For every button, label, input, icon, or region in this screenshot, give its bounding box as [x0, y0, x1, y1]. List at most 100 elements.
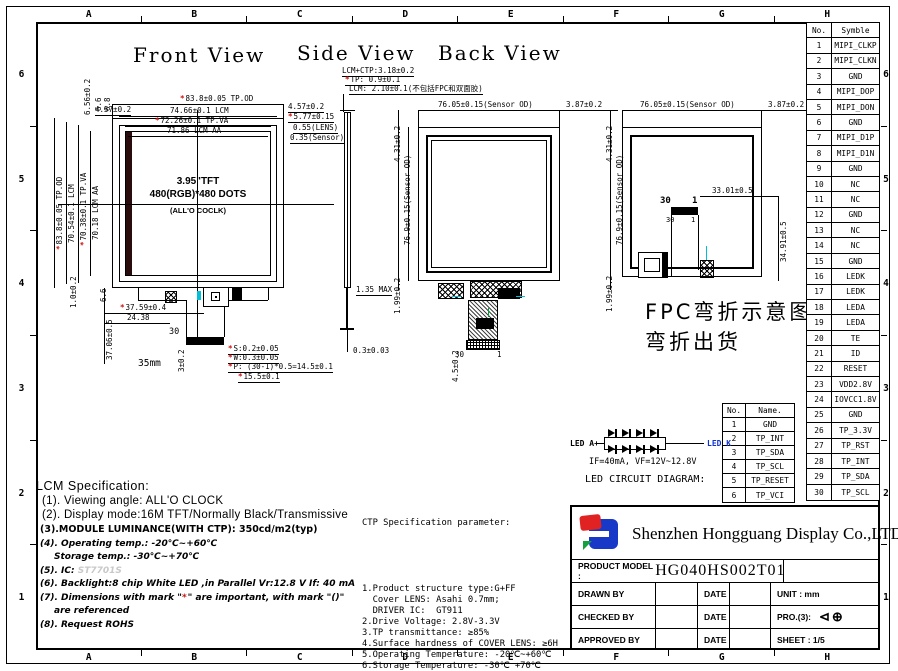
drawn-by-value [655, 583, 697, 605]
led-diode-icon [636, 429, 647, 438]
ctp-spec-line: 2.Drive Voltage: 2.8V-3.3V [362, 617, 500, 627]
led-anode-label: LED A+ [570, 439, 599, 448]
dim-pin-space: *S:0.2±0.05 [228, 344, 279, 355]
led-diode-icon [608, 445, 619, 454]
projection-target-icon: ⊕ [831, 609, 843, 624]
ruler-letter: C [247, 650, 353, 664]
led-diode-icon [636, 445, 647, 454]
lcm-specification: LCM Specification: (1). Viewing angle: A… [36, 479, 366, 630]
dim-stack-thickness: LCM+CTP:3.18±0.2 [342, 66, 415, 77]
tp-name-header: Name. [758, 406, 782, 415]
ruler-letter: H [824, 9, 831, 20]
product-model-value: HG040HS002T01 [655, 562, 786, 579]
extension-line [418, 110, 419, 127]
ruler-letter: E [458, 650, 564, 664]
leader-mark [197, 291, 201, 300]
lcm-spec-line: are referenced [54, 606, 130, 616]
lcm-spec-line: (5). IC: ST7701S [40, 565, 122, 576]
ruler-number: 4 [881, 231, 891, 336]
pin-number: 13 [807, 223, 832, 238]
led-diode-icon [622, 445, 633, 454]
dimension-line [54, 118, 55, 288]
active-area-outline [125, 131, 271, 276]
pin-table-row: 14 NC [807, 238, 879, 254]
fpc-outline [186, 300, 187, 337]
leader-mark [706, 246, 707, 260]
ic-part-number: ST7701S [77, 565, 122, 576]
pin-no-header: No. [807, 23, 832, 38]
dim-fpc-length: 35mm [138, 358, 161, 369]
date-label: DATE [697, 606, 729, 628]
pin-table-row: 26 TP_3.3V [807, 423, 879, 439]
ruler-number: 6 [881, 22, 891, 127]
pin-number: 12 [807, 207, 832, 223]
dim-lcm-aa-v: 70.18 LCM AA [91, 185, 100, 240]
checked-by-label: CHECKED BY [578, 612, 635, 622]
fpc-outline [224, 300, 268, 301]
dimension-line [104, 288, 105, 364]
dim-sensor-od-v: 76.9±0.15(Sensor OD) [403, 154, 412, 245]
dim-fpc-y: 34.91±0.5 [779, 221, 788, 262]
touch-pin-table: No. Name. 1 GND 2 TP_INT 3 TP_SDA [722, 403, 795, 503]
ruler-number: 5 [7, 127, 36, 232]
ruler-letter: F [564, 650, 670, 664]
pin-symbol: LEDA [846, 302, 865, 312]
pin-symbol: ID [850, 348, 861, 358]
dim-offset-left: 4.57±0.2 [95, 105, 132, 116]
projection-cone-icon: ⊲ [819, 609, 830, 624]
panel-size: 3.95"TFT [176, 176, 220, 187]
dim-top-gap: 4.31±0.2 [393, 125, 402, 162]
dim-fpc-thickness: 0.3±0.03 [353, 346, 390, 355]
pin-symbol: TP_3.3V [839, 425, 872, 435]
pin-table-row: 23 VDD2.8V [807, 376, 879, 393]
pin-number: 27 [807, 438, 832, 453]
pin-symbol: GND [848, 71, 863, 81]
stack-top-line [340, 110, 355, 111]
pin-symbol: LEDK [846, 287, 865, 297]
touch-pin-table-row: 4 TP_SCL [723, 460, 794, 474]
panel-resolution: 480(RGB)*480 DOTS [149, 189, 247, 200]
pin-symbol: TE [850, 333, 861, 343]
touch-pin-table-row: 1 GND [723, 418, 794, 432]
tp-pin-name: TP_SCL [755, 462, 785, 471]
touch-pin-table-row: 2 TP_INT [723, 432, 794, 446]
dimension-line [90, 131, 91, 276]
pin-number: 10 [807, 176, 832, 192]
dim-fpc-offset: 24.38 [127, 313, 150, 322]
ruler-number: 6 [7, 22, 36, 127]
extension-line [622, 110, 623, 127]
module-outline [630, 135, 754, 269]
touch-pin-table-header: No. Name. [723, 404, 794, 418]
pin-table-row: 5 MIPI_DON [807, 99, 879, 116]
fpc-tail [346, 288, 348, 328]
pin-1-label: 1 [692, 196, 698, 206]
date-value [729, 583, 770, 605]
ruler-letter: B [142, 650, 248, 664]
dim-tp-edge: *5.77±0.15 [288, 112, 335, 123]
lcm-spec-line: (6). Backlight:8 chip White LED ,in Para… [40, 579, 356, 589]
dimension-line [418, 110, 560, 111]
pin-number: 7 [807, 130, 832, 146]
important-mark: * [228, 362, 233, 371]
outer-border [6, 6, 890, 664]
ruler-letter: G [669, 650, 775, 664]
dim-tp-thickness: *TP: 0.9±0.1 [345, 75, 401, 86]
pin-number: 28 [807, 453, 832, 469]
dim-corner: 3.87±0.2 [768, 100, 805, 111]
leader-mark [452, 296, 461, 297]
pin-table-row: 1 MIPI_CLKP [807, 38, 879, 54]
extension-line [559, 110, 560, 127]
pin-symbol: TP_SDA [841, 472, 870, 482]
pin-symbol: NC [850, 179, 861, 189]
dim-sensor-od-h: 76.05±0.15(Sensor OD) [640, 100, 735, 109]
side-view-title: Side View [297, 41, 416, 65]
front-view-title: Front View [133, 43, 266, 67]
tp-pin-number: 2 [723, 432, 746, 445]
pin-symbol: TP_SCL [841, 487, 870, 497]
logo-green-triangle [583, 541, 592, 550]
component-hatched [165, 291, 177, 303]
fpc-outline [138, 300, 186, 301]
date-label: DATE [697, 629, 729, 650]
pin-number: 22 [807, 361, 832, 376]
